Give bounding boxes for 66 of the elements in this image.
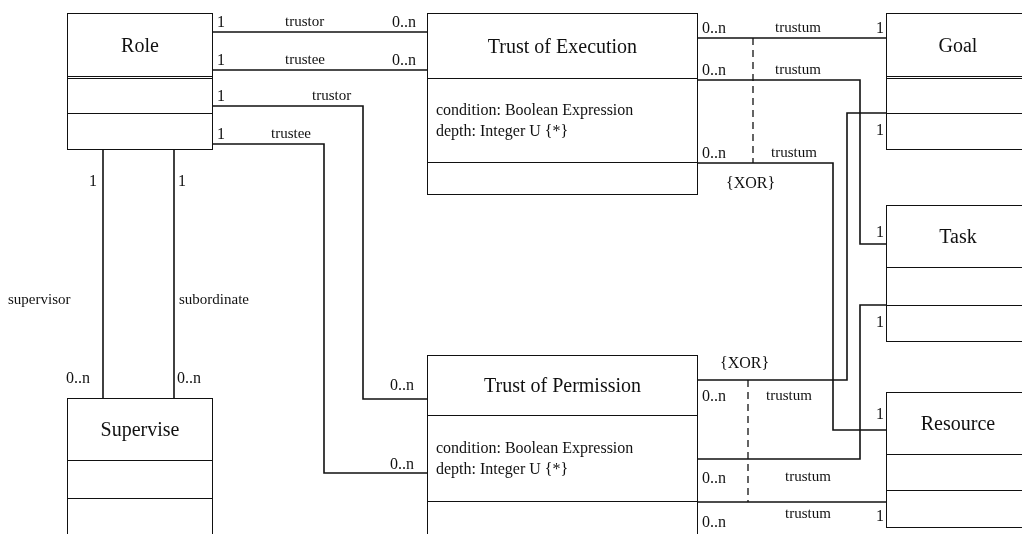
multiplicity-label: 1 bbox=[876, 224, 884, 240]
association-line bbox=[697, 37, 887, 39]
multiplicity-label: 0..n bbox=[702, 62, 726, 78]
multiplicity-label: 0..n bbox=[390, 456, 414, 472]
constraint-label: {XOR} bbox=[720, 355, 770, 371]
multiplicity-label: 0..n bbox=[390, 377, 414, 393]
edge-label: trustor bbox=[285, 14, 325, 29]
edge-label: trustum bbox=[766, 388, 812, 403]
class-name: Role bbox=[121, 33, 159, 57]
multiplicity-label: 1 bbox=[217, 52, 225, 68]
association-line bbox=[697, 304, 887, 460]
multiplicity-label: 0..n bbox=[392, 52, 416, 68]
class-box bbox=[427, 355, 698, 534]
class-name: Trust of Permission bbox=[483, 374, 642, 398]
class-name: Task bbox=[939, 225, 977, 249]
multiplicity-label: 1 bbox=[217, 14, 225, 30]
multiplicity-label: 1 bbox=[876, 122, 884, 138]
multiplicity-label: 0..n bbox=[702, 145, 726, 161]
multiplicity-label: 0..n bbox=[66, 370, 90, 386]
association-line bbox=[212, 143, 428, 474]
multiplicity-label: 1 bbox=[89, 173, 97, 189]
multiplicity-label: 1 bbox=[178, 173, 186, 189]
multiplicity-label: 1 bbox=[876, 20, 884, 36]
class-box bbox=[886, 205, 1022, 342]
edge-label: subordinate bbox=[179, 292, 249, 307]
multiplicity-label: 0..n bbox=[392, 14, 416, 30]
association-line bbox=[102, 149, 104, 399]
edge-label: trustum bbox=[771, 145, 817, 160]
class-box bbox=[67, 398, 213, 534]
attribute-list: condition: Boolean Expression depth: Integer U {*} bbox=[436, 438, 651, 480]
edge-label: trustee bbox=[285, 52, 325, 67]
edge-label: supervisor bbox=[8, 292, 71, 307]
class-name: Goal bbox=[938, 33, 978, 57]
association-line bbox=[212, 69, 428, 71]
edge-label: trustum bbox=[775, 62, 821, 77]
class-name: Trust of Execution bbox=[487, 34, 638, 58]
multiplicity-label: 0..n bbox=[702, 388, 726, 404]
multiplicity-label: 0..n bbox=[702, 470, 726, 486]
class-name: Supervise bbox=[100, 418, 180, 442]
association-line bbox=[697, 501, 887, 503]
multiplicity-label: 0..n bbox=[702, 514, 726, 530]
multiplicity-label: 0..n bbox=[177, 370, 201, 386]
association-line bbox=[173, 149, 175, 399]
multiplicity-label: 1 bbox=[876, 314, 884, 330]
association-line bbox=[212, 31, 428, 33]
multiplicity-label: 1 bbox=[217, 88, 225, 104]
class-box bbox=[427, 13, 698, 195]
multiplicity-label: 1 bbox=[876, 406, 884, 422]
multiplicity-label: 1 bbox=[876, 508, 884, 524]
class-box bbox=[886, 392, 1022, 528]
edge-label: trustum bbox=[775, 20, 821, 35]
association-line bbox=[212, 105, 428, 400]
multiplicity-label: 0..n bbox=[702, 20, 726, 36]
edge-label: trustor bbox=[312, 88, 352, 103]
class-name: Resource bbox=[920, 412, 996, 436]
multiplicity-label: 1 bbox=[217, 126, 225, 142]
class-box bbox=[67, 13, 213, 150]
edge-label: trustum bbox=[785, 469, 831, 484]
association-line bbox=[697, 112, 887, 381]
association-line bbox=[697, 79, 887, 245]
edge-label: trustum bbox=[785, 506, 831, 521]
constraint-label: {XOR} bbox=[726, 175, 776, 191]
edge-label: trustee bbox=[271, 126, 311, 141]
association-line bbox=[697, 162, 887, 431]
attribute-list: condition: Boolean Expression depth: Integer U {*} bbox=[436, 100, 651, 142]
class-box bbox=[886, 13, 1022, 150]
